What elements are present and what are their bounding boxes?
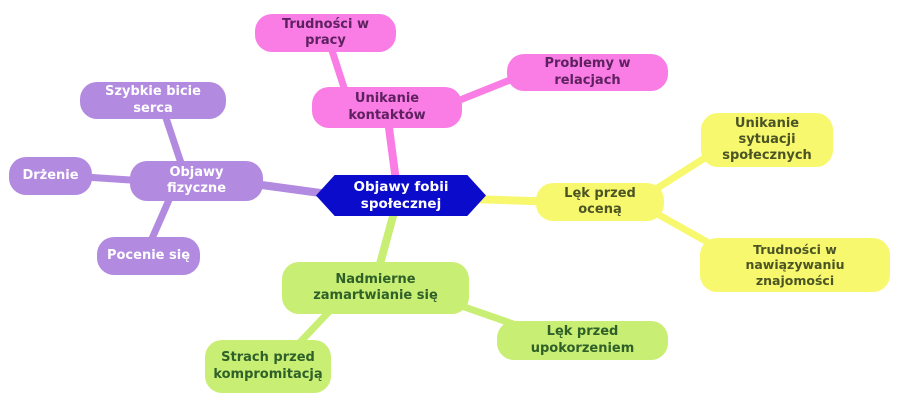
- node-label: Pocenie się: [106, 247, 191, 263]
- node-unikanie-kontaktow[interactable]: Unikanie kontaktów: [312, 87, 462, 128]
- node-label: Trudności w pracy: [281, 16, 370, 48]
- node-pocenie-sie[interactable]: Pocenie się: [97, 237, 200, 275]
- node-objawy-fizyczne[interactable]: Objawy fizyczne: [130, 161, 263, 201]
- node-strach-przed-kompromitacja[interactable]: Strach przed kompromitacją: [205, 340, 331, 393]
- node-szybkie-bicie-serca[interactable]: Szybkie bicie serca: [80, 82, 226, 119]
- node-unikanie-sytuacji-spolecznych[interactable]: Unikanie sytuacji społecznych: [701, 113, 833, 167]
- node-label: Szybkie bicie serca: [105, 84, 201, 116]
- node-label: Nadmierne zamartwianie się: [313, 271, 438, 303]
- node-label: Drżenie: [22, 167, 79, 183]
- node-lek-przed-ocena[interactable]: Lęk przed oceną: [536, 183, 664, 221]
- node-drzenie[interactable]: Drżenie: [9, 157, 92, 195]
- node-label: Lęk przed oceną: [564, 185, 636, 217]
- node-root-objawy-fobii-spolecznej[interactable]: Objawy fobii społecznej: [316, 175, 486, 216]
- node-label: Problemy w relacjach: [544, 56, 631, 88]
- node-label: Unikanie kontaktów: [348, 91, 426, 123]
- node-label: Objawy fizyczne: [166, 164, 227, 196]
- node-label: Lęk przed upokorzeniem: [530, 324, 635, 356]
- node-nadmierne-zamartwianie-sie[interactable]: Nadmierne zamartwianie się: [282, 262, 469, 314]
- node-label: Strach przed kompromitacją: [213, 350, 323, 382]
- root-label: Objawy fobii społecznej: [353, 178, 449, 212]
- node-trudnosci-w-pracy[interactable]: Trudności w pracy: [255, 14, 396, 52]
- node-lek-przed-upokorzeniem[interactable]: Lęk przed upokorzeniem: [497, 321, 668, 360]
- node-problemy-w-relacjach[interactable]: Problemy w relacjach: [507, 54, 668, 91]
- node-label: Trudności w nawiązywaniu znajomości: [745, 241, 845, 288]
- node-trudnosci-w-nawiazywaniu-znajomosci[interactable]: Trudności w nawiązywaniu znajomości: [700, 238, 890, 292]
- node-label: Unikanie sytuacji społecznych: [722, 115, 812, 164]
